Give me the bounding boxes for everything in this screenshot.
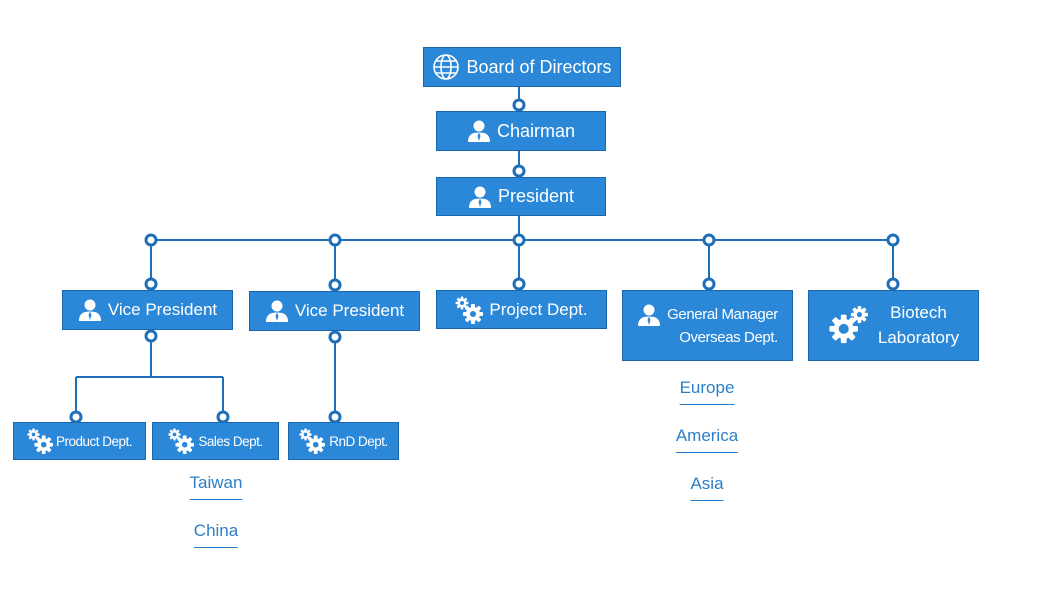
board-of-directors-label: Board of Directors	[466, 56, 612, 77]
person-icon	[78, 298, 102, 322]
product-dept-label: Product Dept.	[55, 433, 133, 449]
junction-dot	[144, 329, 158, 343]
biotech-label: Biotech	[890, 302, 947, 322]
vice-president-label: Vice President	[107, 300, 218, 319]
junction-dot	[886, 233, 900, 247]
globe-icon	[432, 53, 460, 81]
rnd-dept-node[interactable]: RnD Dept.	[288, 422, 399, 460]
biotech-laboratory-node[interactable]: Biotech Laboratory	[808, 290, 979, 361]
junction-dot	[328, 330, 342, 344]
region-link-taiwan[interactable]: Taiwan	[189, 473, 243, 500]
general-manager-overseas-node[interactable]: General Manager Overseas Dept.	[622, 290, 793, 361]
laboratory-label: Laboratory	[877, 327, 960, 347]
board-of-directors-node[interactable]: Board of Directors	[423, 47, 621, 87]
president-node[interactable]: President	[436, 177, 606, 216]
project-dept-label: Project Dept.	[489, 299, 588, 319]
person-icon	[637, 303, 661, 327]
vice-president-label: Vice President	[294, 301, 405, 320]
junction-dot	[702, 233, 716, 247]
chairman-label: Chairman	[496, 120, 576, 141]
gears-icon	[168, 428, 195, 454]
sales-dept-label: Sales Dept.	[198, 433, 263, 449]
gears-icon	[455, 296, 484, 324]
biotech-text: Biotech Laboratory	[878, 301, 959, 350]
junction-dot	[328, 233, 342, 247]
president-label: President	[497, 186, 575, 206]
junction-dot	[216, 410, 230, 424]
region-link-america[interactable]: America	[675, 426, 739, 453]
junction-dot	[702, 277, 716, 291]
product-dept-node[interactable]: Product Dept.	[13, 422, 146, 460]
gears-icon	[828, 305, 868, 346]
junction-dot	[512, 277, 526, 291]
junction-dot	[512, 98, 526, 112]
junction-dot	[512, 164, 526, 178]
general-manager-text: General Manager Overseas Dept.	[637, 303, 778, 349]
junction-dot	[69, 410, 83, 424]
vice-president-node-2[interactable]: Vice President	[249, 291, 420, 331]
junction-dot	[144, 277, 158, 291]
rnd-dept-label: RnD Dept.	[329, 433, 388, 449]
person-icon	[468, 185, 492, 209]
chairman-node[interactable]: Chairman	[436, 111, 606, 151]
gears-icon	[27, 428, 53, 454]
general-manager-label: General Manager	[667, 305, 778, 323]
junction-dot	[512, 233, 526, 247]
person-icon	[265, 299, 289, 323]
region-link-asia[interactable]: Asia	[690, 474, 724, 501]
junction-dot	[328, 278, 342, 292]
region-link-china[interactable]: China	[193, 521, 239, 548]
gears-icon	[299, 428, 326, 454]
region-link-europe[interactable]: Europe	[679, 378, 735, 405]
vice-president-node-1[interactable]: Vice President	[62, 290, 233, 330]
junction-dot	[328, 410, 342, 424]
person-icon	[467, 119, 491, 143]
junction-dot	[144, 233, 158, 247]
junction-dot	[886, 277, 900, 291]
sales-dept-node[interactable]: Sales Dept.	[152, 422, 279, 460]
overseas-dept-label: Overseas Dept.	[679, 328, 778, 346]
project-dept-node[interactable]: Project Dept.	[436, 290, 607, 329]
